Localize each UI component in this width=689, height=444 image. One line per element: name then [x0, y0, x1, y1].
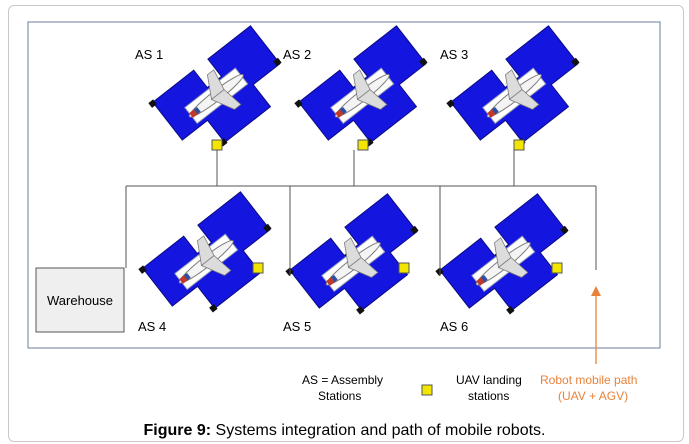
uav-landing-pad-3	[513, 139, 525, 151]
assembly-station-6	[434, 190, 588, 335]
uav-landing-pad-5	[398, 262, 410, 274]
layout-border	[27, 21, 661, 349]
legend-uav-swatch	[421, 384, 433, 396]
robot-path-network	[125, 150, 597, 276]
legend-robot-line2: (UAV + AGV)	[558, 389, 628, 403]
uav-landing-pad-6	[551, 262, 563, 274]
caption-text: Systems integration and path of mobile r…	[211, 422, 546, 439]
station-label-2: AS 2	[283, 47, 311, 62]
legend-as-line1: AS = Assembly	[302, 373, 383, 387]
legend-uav-line2: stations	[468, 389, 509, 403]
assembly-station-4	[137, 188, 291, 333]
caption-label: Figure 9:	[143, 422, 212, 439]
figure-caption: Figure 9: Systems integration and path o…	[0, 422, 689, 440]
robot-path-arrow	[591, 286, 601, 364]
station-label-5: AS 5	[283, 319, 311, 334]
uav-landing-pad-2	[357, 139, 369, 151]
station-label-1: AS 1	[135, 47, 163, 62]
station-label-6: AS 6	[440, 319, 468, 334]
warehouse-box	[35, 267, 125, 333]
uav-landing-pad-1	[211, 139, 223, 151]
assembly-station-2	[293, 22, 447, 167]
assembly-station-5	[284, 190, 438, 335]
station-label-4: AS 4	[138, 319, 166, 334]
diagram-canvas: Warehouse AS 1 AS 2 AS 3 AS 4 AS 5 AS 6 …	[27, 21, 661, 403]
uav-landing-pad-4	[252, 262, 264, 274]
legend-uav-line1: UAV landing	[456, 373, 522, 387]
legend-as-line2: Stations	[318, 389, 361, 403]
assembly-station-1	[147, 22, 301, 167]
legend-robot-line1: Robot mobile path	[540, 373, 637, 387]
warehouse-label: Warehouse	[47, 293, 113, 308]
station-label-3: AS 3	[440, 47, 468, 62]
